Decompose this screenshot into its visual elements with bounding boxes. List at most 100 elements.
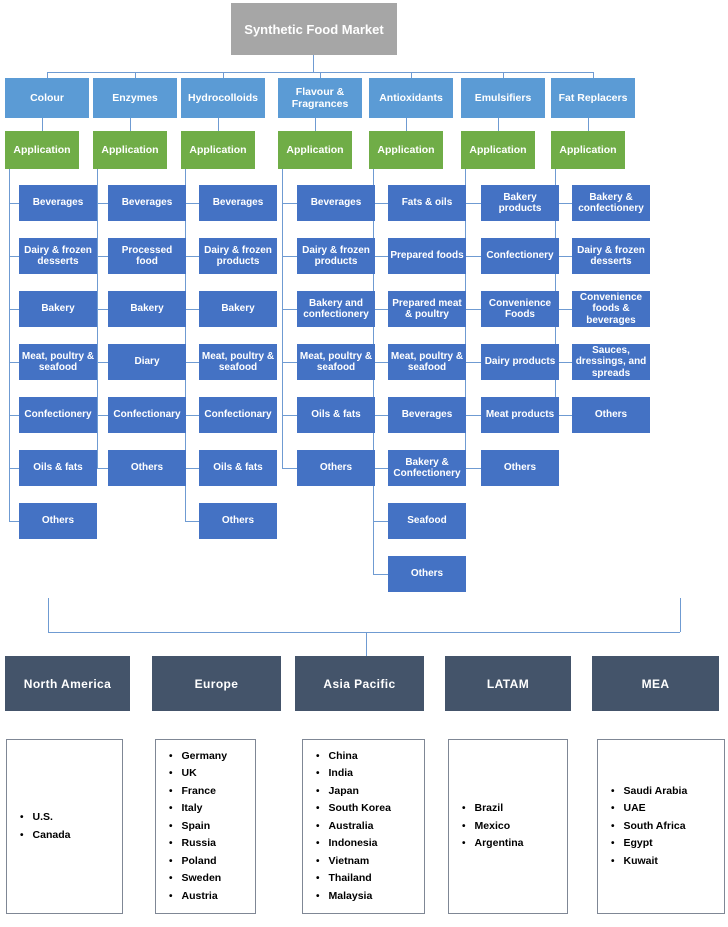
segment-header-colour: Colour bbox=[5, 78, 89, 118]
bullet-icon: • bbox=[316, 768, 320, 780]
item-box: Oils & fats bbox=[19, 450, 97, 486]
item-box: Sauces, dressings, and spreads bbox=[572, 344, 650, 380]
item-box: Others bbox=[19, 503, 97, 539]
connector-line bbox=[97, 468, 108, 469]
connector-line bbox=[9, 415, 19, 416]
item-box: Bakery bbox=[199, 291, 277, 327]
connector-line bbox=[465, 468, 481, 469]
connector-line bbox=[465, 203, 481, 204]
connector-line bbox=[282, 309, 297, 310]
bullet-icon: • bbox=[169, 803, 173, 815]
bullet-icon: • bbox=[20, 829, 24, 841]
connector-line bbox=[373, 362, 388, 363]
connector-line bbox=[373, 415, 388, 416]
connector-line bbox=[315, 118, 316, 131]
connector-line bbox=[185, 415, 199, 416]
connector-line bbox=[366, 632, 367, 656]
country-label: Mexico bbox=[474, 819, 511, 832]
bullet-icon: • bbox=[169, 750, 173, 762]
item-box: Confectionery bbox=[481, 238, 559, 274]
item-box: Fats & oils bbox=[388, 185, 466, 221]
item-box: Beverages bbox=[388, 397, 466, 433]
item-box: Others bbox=[108, 450, 186, 486]
application-box: Application bbox=[369, 131, 443, 169]
country-label: U.S. bbox=[32, 811, 53, 823]
connector-line bbox=[185, 203, 199, 204]
connector-line bbox=[555, 256, 572, 257]
region-header-asia-pacific: Asia Pacific bbox=[295, 656, 424, 711]
country-item: • Indonesia bbox=[316, 835, 378, 853]
application-box: Application bbox=[551, 131, 625, 169]
bullet-icon: • bbox=[611, 803, 615, 815]
country-item: •Australia bbox=[316, 818, 373, 836]
country-label: Canada bbox=[32, 828, 71, 841]
connector-line bbox=[465, 309, 481, 310]
connector-line bbox=[593, 72, 594, 78]
country-item: •Japan bbox=[316, 783, 359, 801]
country-item: •Russia bbox=[169, 835, 216, 853]
country-list-asia-pacific: •China•India•Japan•South Korea•Australia… bbox=[302, 739, 425, 914]
bullet-icon: • bbox=[169, 820, 173, 832]
connector-line bbox=[555, 415, 572, 416]
item-box: Confectionary bbox=[108, 397, 186, 433]
country-item: •Malaysia bbox=[316, 888, 372, 906]
bullet-icon: • bbox=[316, 750, 320, 762]
connector-line bbox=[9, 256, 19, 257]
connector-line bbox=[555, 362, 572, 363]
item-box: Diary bbox=[108, 344, 186, 380]
country-list-europe: •Germany•UK•France•Italy•Spain•Russia•Po… bbox=[155, 739, 256, 914]
item-box: Others bbox=[388, 556, 466, 592]
connector-line bbox=[373, 256, 388, 257]
country-label: Kuwait bbox=[623, 854, 658, 867]
item-box: Prepared foods bbox=[388, 238, 466, 274]
country-item: • Germany bbox=[169, 748, 227, 766]
bullet-icon: • bbox=[316, 838, 320, 850]
country-label: Germany bbox=[181, 749, 228, 762]
country-label: Saudi Arabia bbox=[623, 784, 688, 797]
bullet-icon: • bbox=[20, 812, 24, 823]
item-box: Beverages bbox=[108, 185, 186, 221]
country-label: Brazil bbox=[474, 802, 504, 815]
connector-line bbox=[9, 169, 10, 521]
connector-line bbox=[406, 118, 407, 131]
bullet-icon: • bbox=[169, 768, 173, 780]
item-box: Dairy & frozen desserts bbox=[572, 238, 650, 274]
connector-line bbox=[411, 72, 412, 78]
item-box: Bakery and confectionery bbox=[297, 291, 375, 327]
item-box: Convenience Foods bbox=[481, 291, 559, 327]
country-label: UK bbox=[181, 767, 197, 780]
application-box: Application bbox=[278, 131, 352, 169]
connector-line bbox=[218, 118, 219, 131]
country-label: Indonesia bbox=[328, 837, 378, 850]
connector-line bbox=[48, 632, 680, 633]
item-box: Meat, poultry & seafood bbox=[199, 344, 277, 380]
connector-line bbox=[130, 118, 131, 131]
bullet-icon: • bbox=[611, 855, 615, 867]
item-box: Dairy products bbox=[481, 344, 559, 380]
connector-line bbox=[97, 309, 108, 310]
country-item: •Spain bbox=[169, 818, 210, 836]
connector-line bbox=[503, 72, 504, 78]
country-item: •Thailand bbox=[316, 870, 372, 888]
item-box: Beverages bbox=[19, 185, 97, 221]
segment-header-hydrocolloids: Hydrocolloids bbox=[181, 78, 265, 118]
bullet-icon: • bbox=[316, 855, 320, 867]
country-item: • Kuwait bbox=[611, 853, 658, 871]
bullet-icon: • bbox=[316, 820, 320, 832]
country-label: Egypt bbox=[623, 837, 653, 850]
item-box: Others bbox=[297, 450, 375, 486]
connector-line bbox=[9, 521, 19, 522]
item-box: Meat, poultry & seafood bbox=[388, 344, 466, 380]
connector-line bbox=[97, 203, 108, 204]
country-label: South Africa bbox=[623, 819, 686, 832]
item-box: Others bbox=[572, 397, 650, 433]
diagram-title: Synthetic Food Market bbox=[231, 3, 397, 55]
connector-line bbox=[373, 309, 388, 310]
segment-header-fat-replacers: Fat Replacers bbox=[551, 78, 635, 118]
segment-header-emulsifiers: Emulsifiers bbox=[461, 78, 545, 118]
item-box: Bakery products bbox=[481, 185, 559, 221]
country-item: •Italy bbox=[169, 800, 203, 818]
country-list-north-america: • U.S. • Canada bbox=[6, 739, 123, 914]
country-item: •France bbox=[169, 783, 216, 801]
